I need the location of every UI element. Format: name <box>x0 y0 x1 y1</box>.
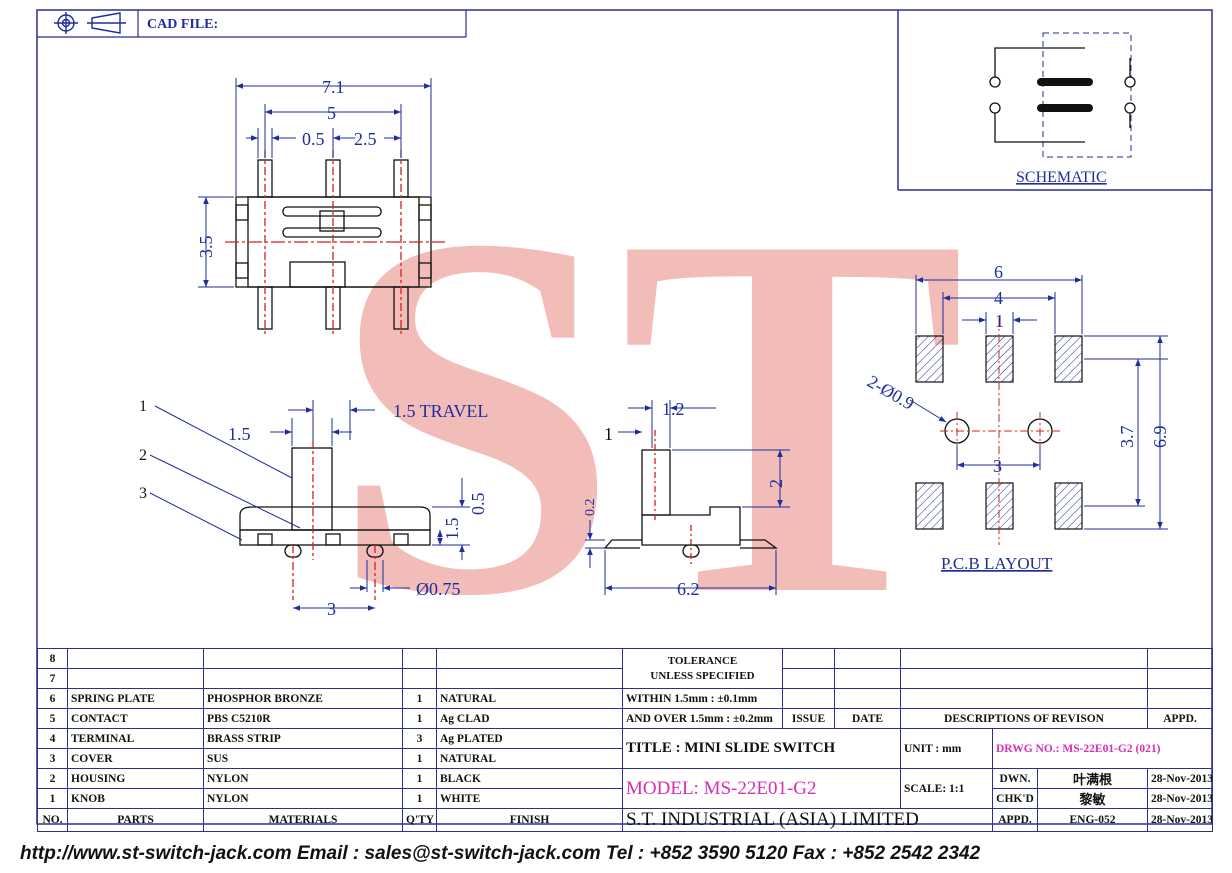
unit-cell: UNIT : mm <box>900 728 993 769</box>
end-view-callout: 1 <box>604 424 613 444</box>
chkd-date: 28-Nov-2013 <box>1147 788 1213 809</box>
pcb-label: P.C.B LAYOUT <box>941 554 1053 573</box>
tolerance-over: AND OVER 1.5mm : ±0.2mm <box>622 708 783 729</box>
top-view <box>225 150 445 335</box>
dim-travel: 1.5 TRAVEL <box>393 401 488 421</box>
appd-header: APPD. <box>1147 708 1213 729</box>
dim-knob-width: 1.2 <box>662 399 685 419</box>
dim-span: 6.2 <box>677 579 700 599</box>
dim-h69: 6.9 <box>1150 426 1170 449</box>
header-no: NO. <box>37 808 68 832</box>
dim-w6: 6 <box>994 262 1003 282</box>
dim-peg-pitch: 3 <box>327 599 336 619</box>
model-cell: MODEL: MS-22E01-G2 <box>622 768 901 809</box>
dim-pin-width: 0.5 <box>302 129 325 149</box>
tolerance-cell: TOLERANCE UNLESS SPECIFIED <box>622 648 783 689</box>
contact-footer: http://www.st-switch-jack.com Email : sa… <box>20 843 981 864</box>
schematic-label: SCHEMATIC <box>1016 169 1107 186</box>
dim-h2: 0.5 <box>468 493 488 516</box>
bom-part: SPRING PLATE <box>67 688 204 709</box>
end-view <box>603 430 778 565</box>
side-view <box>239 440 431 600</box>
pcb-layout: 6 4 1 2-Ø0.9 3 3.7 6.9 P.C.B LAYOUT <box>864 262 1170 573</box>
appd-name: ENG-052 <box>1069 814 1116 826</box>
dim-w4: 4 <box>994 288 1003 308</box>
dim-peg-dia: Ø0.75 <box>416 579 461 599</box>
top-view-dimensions <box>198 78 432 288</box>
tolerance-within: WITHIN 1.5mm : ±0.1mm <box>622 688 783 709</box>
watermark-text: ST <box>330 128 966 703</box>
date-header: DATE <box>834 708 901 729</box>
dim-knob-height: 2 <box>766 479 786 488</box>
header-qty: Q'TY <box>402 808 437 832</box>
header-materials: MATERIALS <box>203 808 403 832</box>
appd-date: 28-Nov-2013 <box>1147 808 1213 832</box>
title-cell: TITLE : MINI SLIDE SWITCH <box>622 728 901 769</box>
dim-w3: 3 <box>993 456 1002 476</box>
unless-label: UNLESS SPECIFIED <box>650 669 755 682</box>
cad-file-label: CAD FILE: <box>147 17 218 32</box>
dwn-label: DWN. <box>993 769 1038 788</box>
side-view-dimensions <box>149 400 470 611</box>
callout-1: 1 <box>139 398 147 415</box>
scale-cell: SCALE: 1:1 <box>900 768 993 809</box>
drwg-no: DRWG NO.: MS-22E01-G2 (021) <box>992 728 1213 769</box>
st-watermark: ST <box>330 128 966 703</box>
chkd-label: CHK'D <box>993 789 1038 808</box>
bom-material: PHOSPHOR BRONZE <box>203 688 403 709</box>
company-name: S.T. INDUSTRIAL (ASIA) LIMITED <box>622 808 993 832</box>
descriptions-header: DESCRIPTIONS OF REVISON <box>900 708 1148 729</box>
dim-h1: 1.5 <box>442 518 462 541</box>
end-view-dimensions <box>585 400 790 595</box>
chkd-name: 黎敏 <box>1079 792 1106 807</box>
title-block: 8 TOLERANCE UNLESS SPECIFIED 7 6 SPRING … <box>37 648 1213 832</box>
dwn-name: 叶满根 <box>1072 772 1112 787</box>
dim-h37: 3.7 <box>1117 426 1137 449</box>
header-parts: PARTS <box>67 808 204 832</box>
dim-lead: 0.2 <box>583 499 598 517</box>
callout-2: 2 <box>139 447 147 464</box>
callout-3: 3 <box>139 485 147 502</box>
dim-w1: 1 <box>995 311 1004 331</box>
dim-pitch: 2.5 <box>354 129 377 149</box>
dim-knob: 1.5 <box>228 424 251 444</box>
dim-height: 3.5 <box>196 236 216 259</box>
bom-no: 8 <box>37 648 68 669</box>
dim-overall: 7.1 <box>322 77 345 97</box>
schematic-diagram: SCHEMATIC <box>897 10 1212 191</box>
issue-header: ISSUE <box>782 708 835 729</box>
header-finish: FINISH <box>436 808 623 832</box>
tolerance-label: TOLERANCE <box>667 654 738 667</box>
dwn-date: 28-Nov-2013 <box>1147 768 1213 789</box>
dim-pitch-outer: 5 <box>327 103 336 123</box>
appd-label: APPD. <box>993 809 1038 831</box>
projection-symbol-icon <box>54 12 126 34</box>
